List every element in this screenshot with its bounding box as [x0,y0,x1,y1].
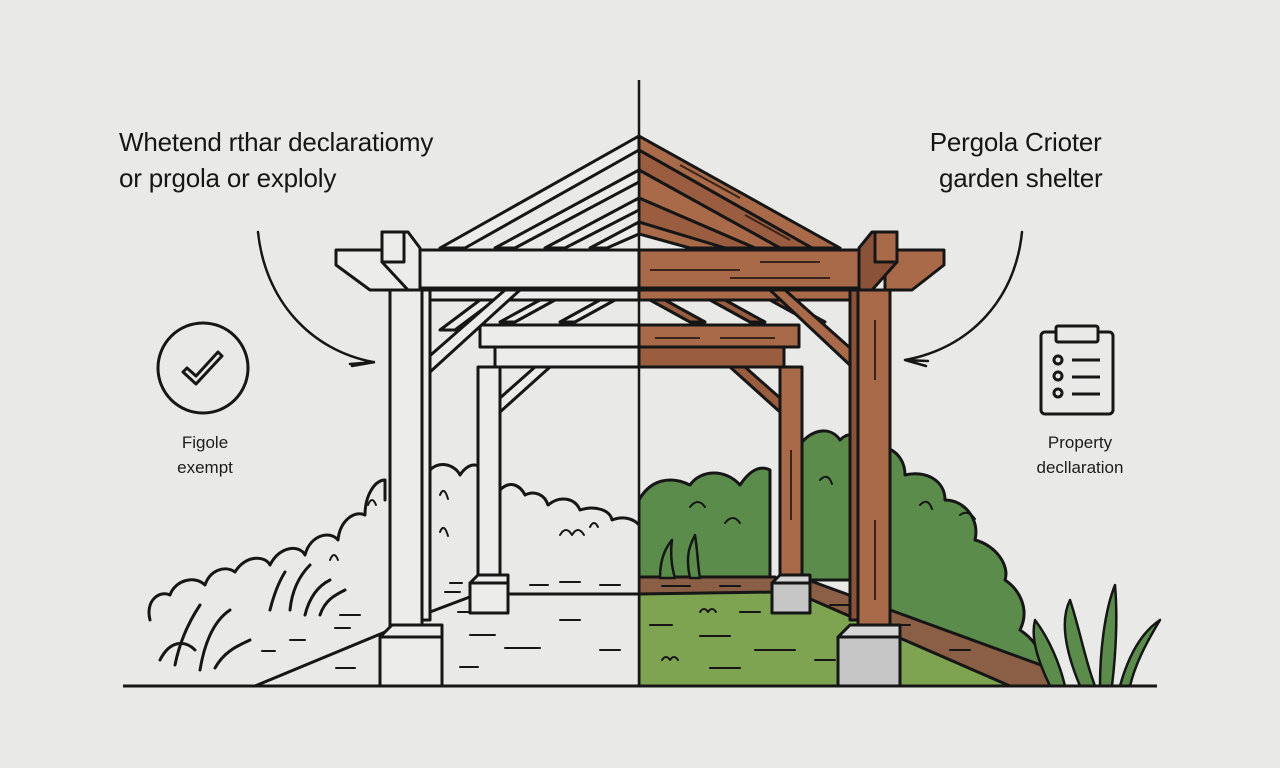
right-caption-line1: Pergola Crioter [929,127,1102,157]
declaration-badge-label: Property decllaration [1010,430,1150,480]
checkmark-circle-icon [156,321,250,415]
pergola-colored [639,134,946,688]
declaration-badge-line1: Property [1047,433,1113,452]
left-caption: Whetend rthar declaratiomy or prgola or … [119,124,433,196]
exempt-badge-line1: Figole [181,433,229,452]
right-caption: Pergola Crioter garden shelter [929,124,1103,196]
pergola-lineart [334,134,639,688]
exempt-badge-label: Figole exempt [150,430,260,480]
clipboard-checklist-icon [1039,324,1115,416]
left-caption-line2: or prgola or exploly [119,163,337,193]
exempt-badge-line2: exempt [177,458,233,477]
left-caption-line1: Whetend rthar declaratiomy [119,127,434,157]
curved-arrow-right [903,230,1024,368]
declaration-badge-line2: decllaration [1036,458,1124,477]
curved-arrow-left [256,230,376,368]
right-caption-line2: garden shelter [939,163,1103,193]
